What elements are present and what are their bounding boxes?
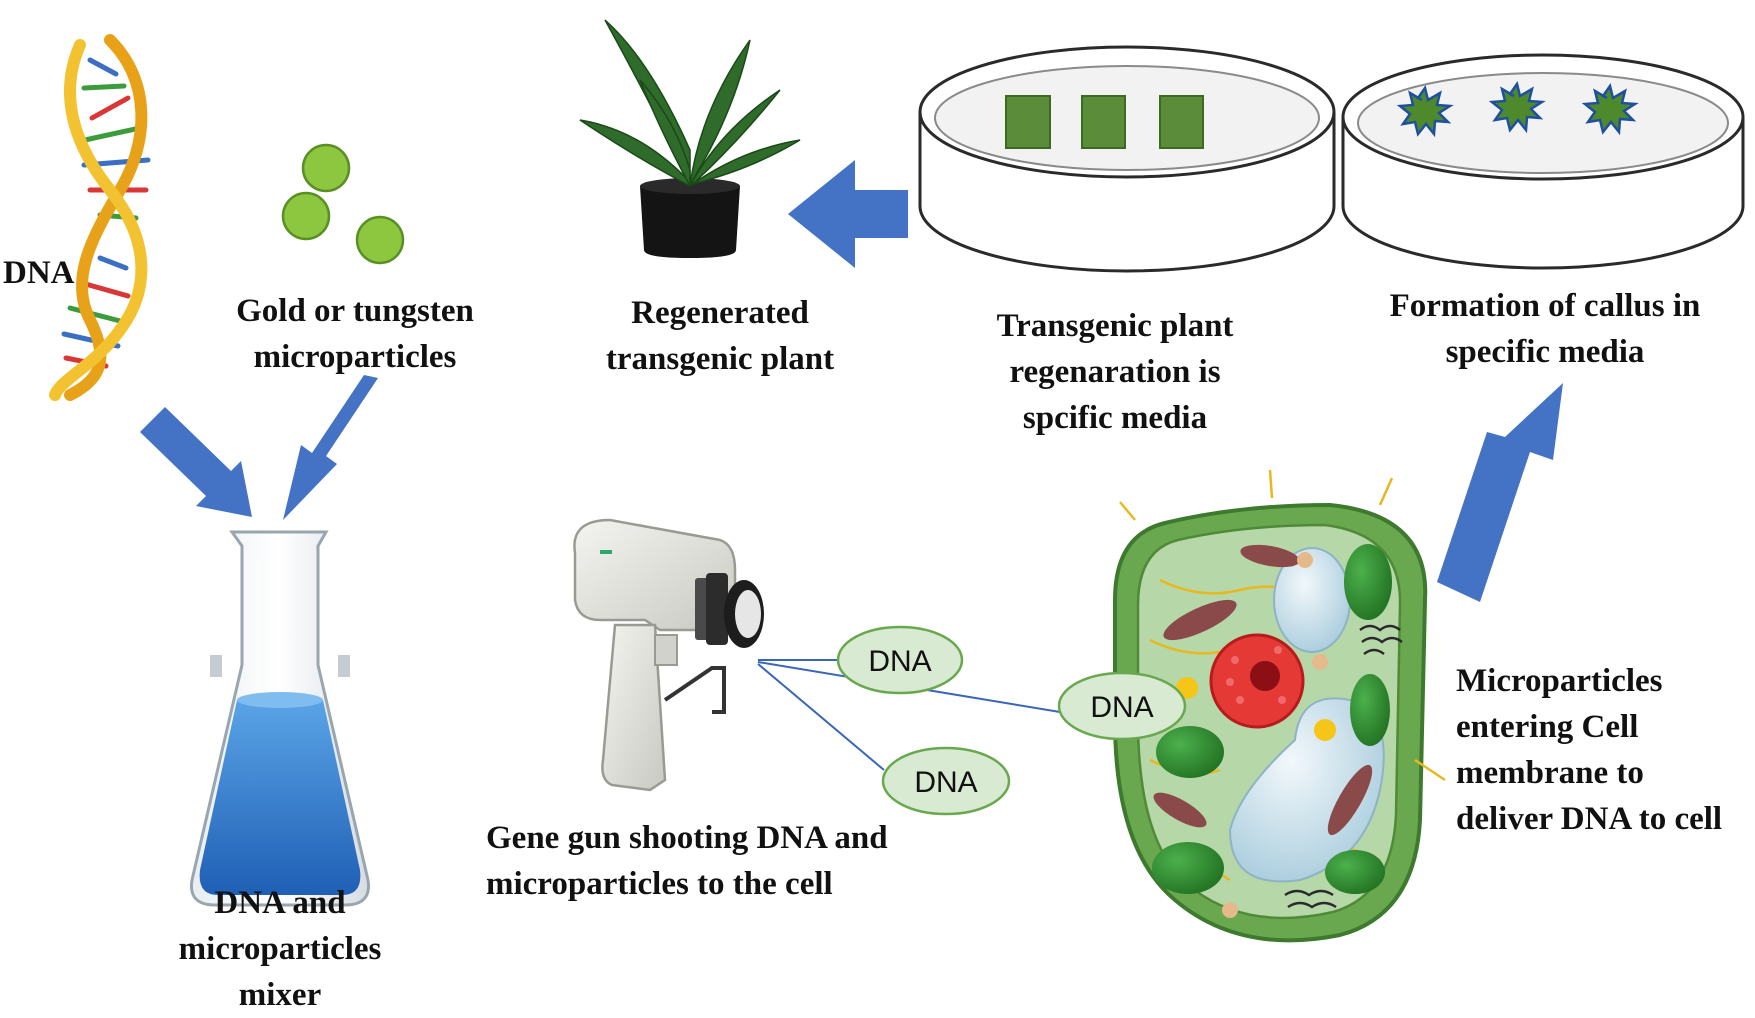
label-plant-line-1: Regenerated	[631, 295, 809, 331]
label-gold-line-1: Gold or tungsten	[236, 293, 474, 329]
dna-bubble-1: DNA	[836, 625, 964, 695]
dna-bubble-2-text: DNA	[1090, 691, 1153, 724]
dna-helix-icon	[49, 34, 151, 401]
petri-dish-callus-icon	[1341, 53, 1745, 270]
microparticles-icon	[281, 143, 405, 265]
arrow-particles-to-flask	[283, 375, 378, 520]
dna-bubble-3: DNA	[881, 746, 1011, 816]
petri-dish-regeneration-icon	[918, 45, 1336, 273]
dna-bubble-2: DNA	[1057, 671, 1187, 741]
gene-gun-icon	[573, 518, 764, 792]
label-gold-line-2: microparticles	[253, 339, 457, 375]
label-gun-line-1: Gene gun shooting DNA and	[486, 820, 888, 856]
arrow-regen-to-plant	[788, 160, 908, 268]
label-regen-line-1: Transgenic plant	[996, 308, 1234, 344]
label-cell-line-2: entering Cell	[1456, 709, 1639, 745]
label-regenerated-plant: Regenerated transgenic plant	[585, 290, 855, 382]
dna-bubble-3-text: DNA	[914, 766, 977, 799]
label-mixer-line-1: DNA and	[214, 885, 346, 921]
label-cell-line-1: Microparticles	[1456, 663, 1663, 699]
label-callus: Formation of callus in specific media	[1365, 283, 1725, 375]
label-plant-line-2: transgenic plant	[605, 341, 835, 377]
label-cell-entry: Microparticles entering Cell membrane to…	[1456, 658, 1722, 842]
label-callus-line-1: Formation of callus in	[1389, 288, 1701, 324]
label-gene-gun: Gene gun shooting DNA and microparticles…	[486, 815, 888, 907]
label-regeneration: Transgenic plant regenaration is spcific…	[945, 303, 1285, 441]
potted-plant-icon	[579, 19, 801, 258]
label-gold-microparticles: Gold or tungsten microparticles	[220, 288, 490, 380]
label-dna: DNA	[3, 255, 75, 291]
label-mixer-line-3: mixer	[238, 977, 322, 1013]
plant-cell-icon	[1113, 469, 1446, 943]
label-cell-line-4: deliver DNA to cell	[1456, 801, 1723, 837]
label-mixer: DNA and microparticles mixer	[150, 880, 410, 1018]
label-regen-line-3: spcific media	[1022, 400, 1208, 436]
label-callus-line-2: specific media	[1445, 334, 1645, 370]
arrow-dna-to-flask	[140, 407, 252, 517]
arrow-cell-to-callus	[1437, 383, 1563, 602]
dna-bubble-1-text: DNA	[868, 645, 931, 678]
label-cell-line-3: membrane to	[1456, 755, 1644, 791]
flask-icon	[189, 530, 371, 907]
label-mixer-line-2: microparticles	[178, 931, 382, 967]
label-gun-line-2: microparticles to the cell	[486, 866, 833, 902]
label-regen-line-2: regenaration is	[1009, 354, 1221, 390]
